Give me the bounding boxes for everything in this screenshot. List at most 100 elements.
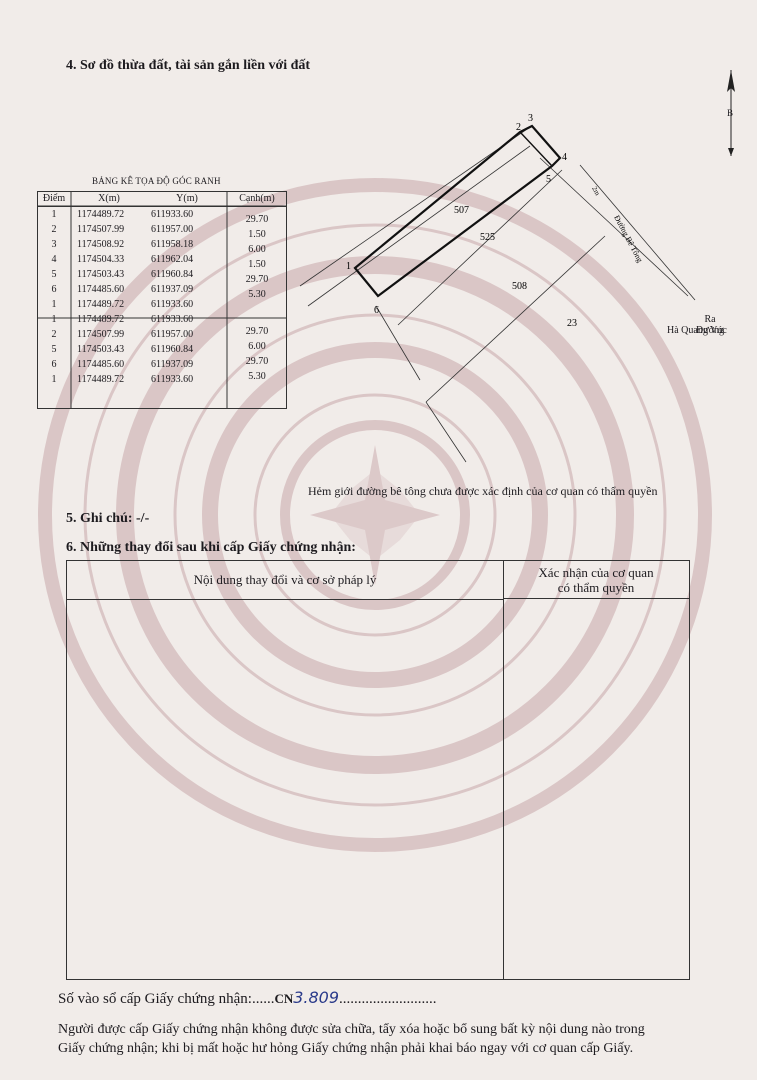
registry-label: Số vào sổ cấp Giấy chứng nhận:	[58, 991, 252, 1007]
coord-x: 1174507.99	[77, 329, 125, 340]
group2-edge-length: 6.00	[248, 341, 266, 352]
group2-edge-length: 29.70	[245, 356, 269, 367]
coord-table-caption: BẢNG KÊ TỌA ĐỘ GÓC RANH	[92, 176, 221, 186]
coord-y: 611957.00	[151, 329, 194, 340]
parcel-23: 23	[567, 318, 577, 329]
changes-column-divider	[503, 599, 504, 979]
coord-y: 611933.60	[151, 209, 194, 220]
road-width-label: 2m	[590, 185, 602, 197]
road-edge-far	[579, 164, 696, 301]
coord-point: 1	[51, 209, 57, 220]
coord-y: 611957.00	[151, 224, 194, 235]
coord-y: 611933.60	[151, 299, 194, 310]
coord-x: 1174489.72	[77, 374, 125, 385]
coord-row: 1 1174489.72 611933.60	[37, 312, 287, 327]
exit-label-line2: Hà Quang Vóc	[667, 325, 727, 336]
coord-row: 1 1174489.72 611933.60	[37, 372, 287, 387]
north-arrow-icon	[727, 70, 735, 156]
parcel-508: 508	[512, 281, 527, 292]
coord-y: 611960.84	[151, 269, 194, 280]
coord-point: 4	[51, 254, 57, 265]
coord-y: 611937.09	[151, 359, 194, 370]
approval-header-line2: có thẩm quyền	[557, 580, 635, 595]
footer-notice: Người được cấp Giấy chứng nhận không đượ…	[58, 1020, 708, 1058]
group1-edge-length: 5.30	[248, 289, 266, 300]
vertex-5: 5	[546, 174, 551, 185]
parcel-507: 507	[454, 205, 469, 216]
coord-point: 1	[51, 374, 57, 385]
group1-edge-length: 29.70	[245, 214, 269, 225]
coord-point: 5	[51, 344, 57, 355]
coord-row: 2 1174507.99 611957.00	[37, 222, 287, 237]
coord-row: 2 1174507.99 611957.00	[37, 327, 287, 342]
section-4-title: 4. Sơ đồ thừa đất, tài sản gắn liền với …	[66, 58, 311, 73]
coord-y: 611933.60	[151, 314, 194, 325]
group2-edge-length: 29.70	[245, 326, 269, 337]
coord-point: 2	[51, 329, 57, 340]
land-plot-diagram: 1 2 3 4 5 6 507 525 508 23 Đường Bê Tông…	[299, 113, 696, 463]
group1-edge-length: 1.50	[248, 259, 266, 270]
exit-label-line1: Ra Đường	[696, 314, 724, 336]
coord-x: 1174489.72	[77, 209, 125, 220]
section-5-title: 5. Ghi chú: -/-	[66, 511, 150, 526]
vertex-2: 2	[516, 122, 521, 133]
footer-line-2: Giấy chứng nhận; khi bị mất hoặc hư hỏng…	[58, 1041, 634, 1056]
coord-point: 2	[51, 224, 57, 235]
coord-point: 5	[51, 269, 57, 280]
registry-number-handwritten: 3.809	[293, 988, 340, 1007]
coord-row: 1 1174489.72 611933.60	[37, 207, 287, 223]
road-edge-east	[539, 157, 689, 297]
alley-note: Hẻm giới đường bê tông chưa được xác địn…	[308, 484, 658, 498]
coord-point: 6	[51, 359, 57, 370]
vertex-4: 4	[562, 152, 567, 163]
north-arrow-letter: B	[727, 108, 734, 118]
vertex-3: 3	[528, 113, 533, 124]
coord-row: 3 1174508.92 611958.18	[37, 237, 287, 252]
coord-y: 611933.60	[151, 374, 194, 385]
coord-x: 1174503.43	[77, 344, 125, 355]
coord-x: 1174508.92	[77, 239, 125, 250]
registry-prefix: CN	[274, 991, 294, 1006]
coord-row: 1 1174489.72 611933.60	[37, 297, 287, 312]
coord-x: 1174485.60	[77, 284, 125, 295]
coord-row: 4 1174504.33 611962.04	[37, 252, 287, 267]
coord-point: 1	[51, 299, 57, 310]
coord-y: 611937.09	[151, 284, 194, 295]
coord-x: 1174507.99	[77, 224, 125, 235]
parcel-525: 525	[480, 232, 495, 243]
coord-group-2: 1 1174489.72 611933.60 2 1174507.99 611957.00…	[37, 312, 287, 387]
group1-edge-length: 1.50	[248, 229, 266, 240]
coord-y: 611958.18	[151, 239, 194, 250]
coord-y: 611962.04	[151, 254, 194, 265]
coord-x: 1174504.33	[77, 254, 125, 265]
changes-col-approval-header: Xác nhận của cơ quan có thẩm quyền	[503, 561, 689, 599]
coord-row: 5 1174503.43 611960.84	[37, 342, 287, 357]
coord-y: 611960.84	[151, 344, 194, 355]
coord-row: 5 1174503.43 611960.84	[37, 267, 287, 282]
coord-x: 1174489.72	[77, 314, 125, 325]
coord-point: 6	[51, 284, 57, 295]
coord-point: 3	[51, 239, 57, 250]
changes-table: Nội dung thay đổi và cơ sở pháp lý Xác n…	[66, 560, 690, 980]
group1-edge-length: 29.70	[245, 274, 269, 285]
coord-x: 1174503.43	[77, 269, 125, 280]
group1-edge-length: 6.00	[248, 244, 266, 255]
coord-x: 1174489.72	[77, 299, 125, 310]
coord-x: 1174485.60	[77, 359, 125, 370]
coord-group-1: 1 1174489.72 611933.60 2 1174507.99 611957.00…	[37, 207, 287, 313]
registry-line: Số vào sổ cấp Giấy chứng nhận:......CN3.…	[58, 988, 437, 1007]
vertex-6: 6	[374, 305, 379, 316]
coord-table-grid	[37, 191, 287, 409]
approval-header-line1: Xác nhận của cơ quan	[538, 565, 654, 580]
section-6-title: 6. Những thay đổi sau khi cấp Giấy chứng…	[66, 540, 356, 555]
coord-row: 6 1174485.60 611937.09	[37, 357, 287, 372]
coord-row: 6 1174485.60 611937.09	[37, 282, 287, 297]
coord-point: 1	[51, 314, 57, 325]
group2-edge-length: 5.30	[248, 371, 266, 382]
footer-line-1: Người được cấp Giấy chứng nhận không đượ…	[58, 1022, 645, 1037]
changes-col-content-header: Nội dung thay đổi và cơ sở pháp lý	[67, 561, 504, 600]
vertex-1: 1	[346, 261, 351, 272]
